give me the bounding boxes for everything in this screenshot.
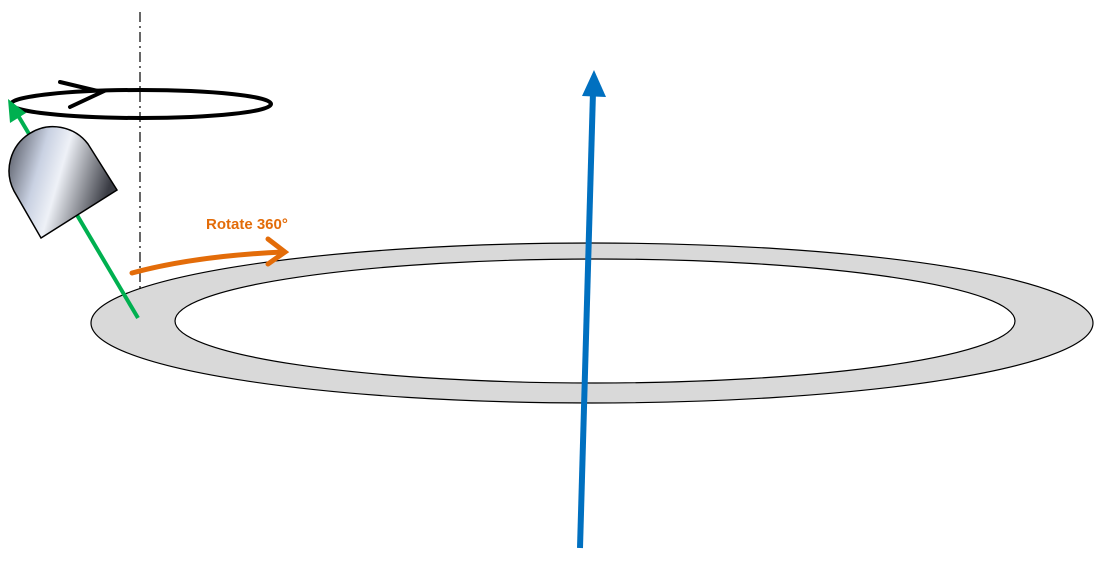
spin-indicator bbox=[9, 80, 273, 120]
blue-axis-arrow bbox=[577, 70, 606, 549]
ring bbox=[90, 242, 1094, 404]
rotate-arrow bbox=[129, 236, 290, 276]
spin-arrowhead bbox=[58, 80, 109, 109]
dome-sensor bbox=[8, 126, 119, 240]
spin-ellipse bbox=[9, 88, 273, 120]
rotate-label: Rotate 360° bbox=[206, 216, 288, 233]
